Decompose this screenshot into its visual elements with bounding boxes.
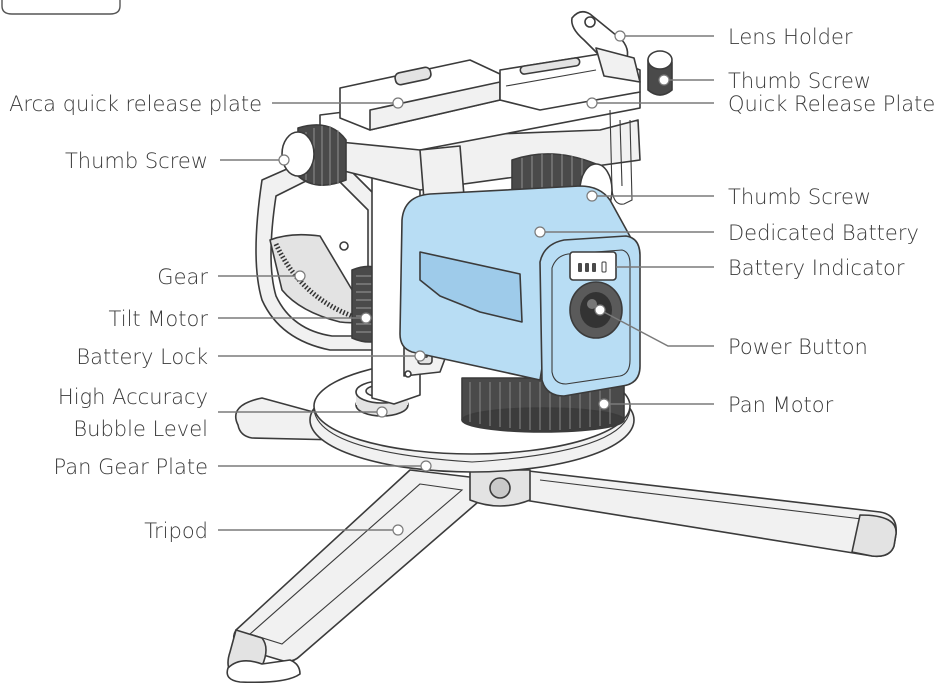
- tilt-housing-shape: [255, 149, 387, 351]
- label-tripod: Tripod: [144, 519, 208, 543]
- label-thumb-screw-left: Thumb Screw: [65, 149, 208, 173]
- label-dedicated-battery: Dedicated Battery: [728, 221, 919, 245]
- label-thumb-screw-top: Thumb Screw: [728, 69, 871, 93]
- corner-tab: [1, 0, 121, 15]
- label-tilt-motor: Tilt Motor: [109, 307, 209, 331]
- label-power-button: Power Button: [728, 335, 868, 359]
- leader-lines: [218, 35, 714, 531]
- lens-holder-shape: [570, 10, 641, 83]
- label-battery-indicator: Battery Indicator: [728, 256, 905, 280]
- label-thumb-screw-right: Thumb Screw: [728, 185, 871, 209]
- thumb-screw-top-shape: [647, 50, 673, 96]
- anchor-dots: [278, 30, 670, 536]
- callout-labels: Lens Holder Thumb Screw Quick Release Pl…: [9, 25, 935, 543]
- label-arca-plate: Arca quick release plate: [9, 92, 262, 116]
- label-pan-gear-plate: Pan Gear Plate: [54, 455, 208, 479]
- label-gear: Gear: [157, 265, 208, 289]
- label-battery-lock: Battery Lock: [76, 345, 208, 369]
- battery-indicator-shape: [569, 251, 617, 281]
- label-pan-motor: Pan Motor: [728, 393, 834, 417]
- thumb-screw-left-shape: [281, 124, 347, 186]
- tripod-legs: [226, 397, 897, 683]
- label-lens-holder: Lens Holder: [728, 25, 853, 49]
- label-bubble-level-line1: High Accuracy: [58, 385, 208, 409]
- top-platform-shape: [319, 53, 641, 205]
- label-quick-release-plate: Quick Release Plate: [728, 92, 935, 116]
- label-bubble-level-line2: Bubble Level: [73, 417, 208, 441]
- device-illustration: [226, 10, 897, 683]
